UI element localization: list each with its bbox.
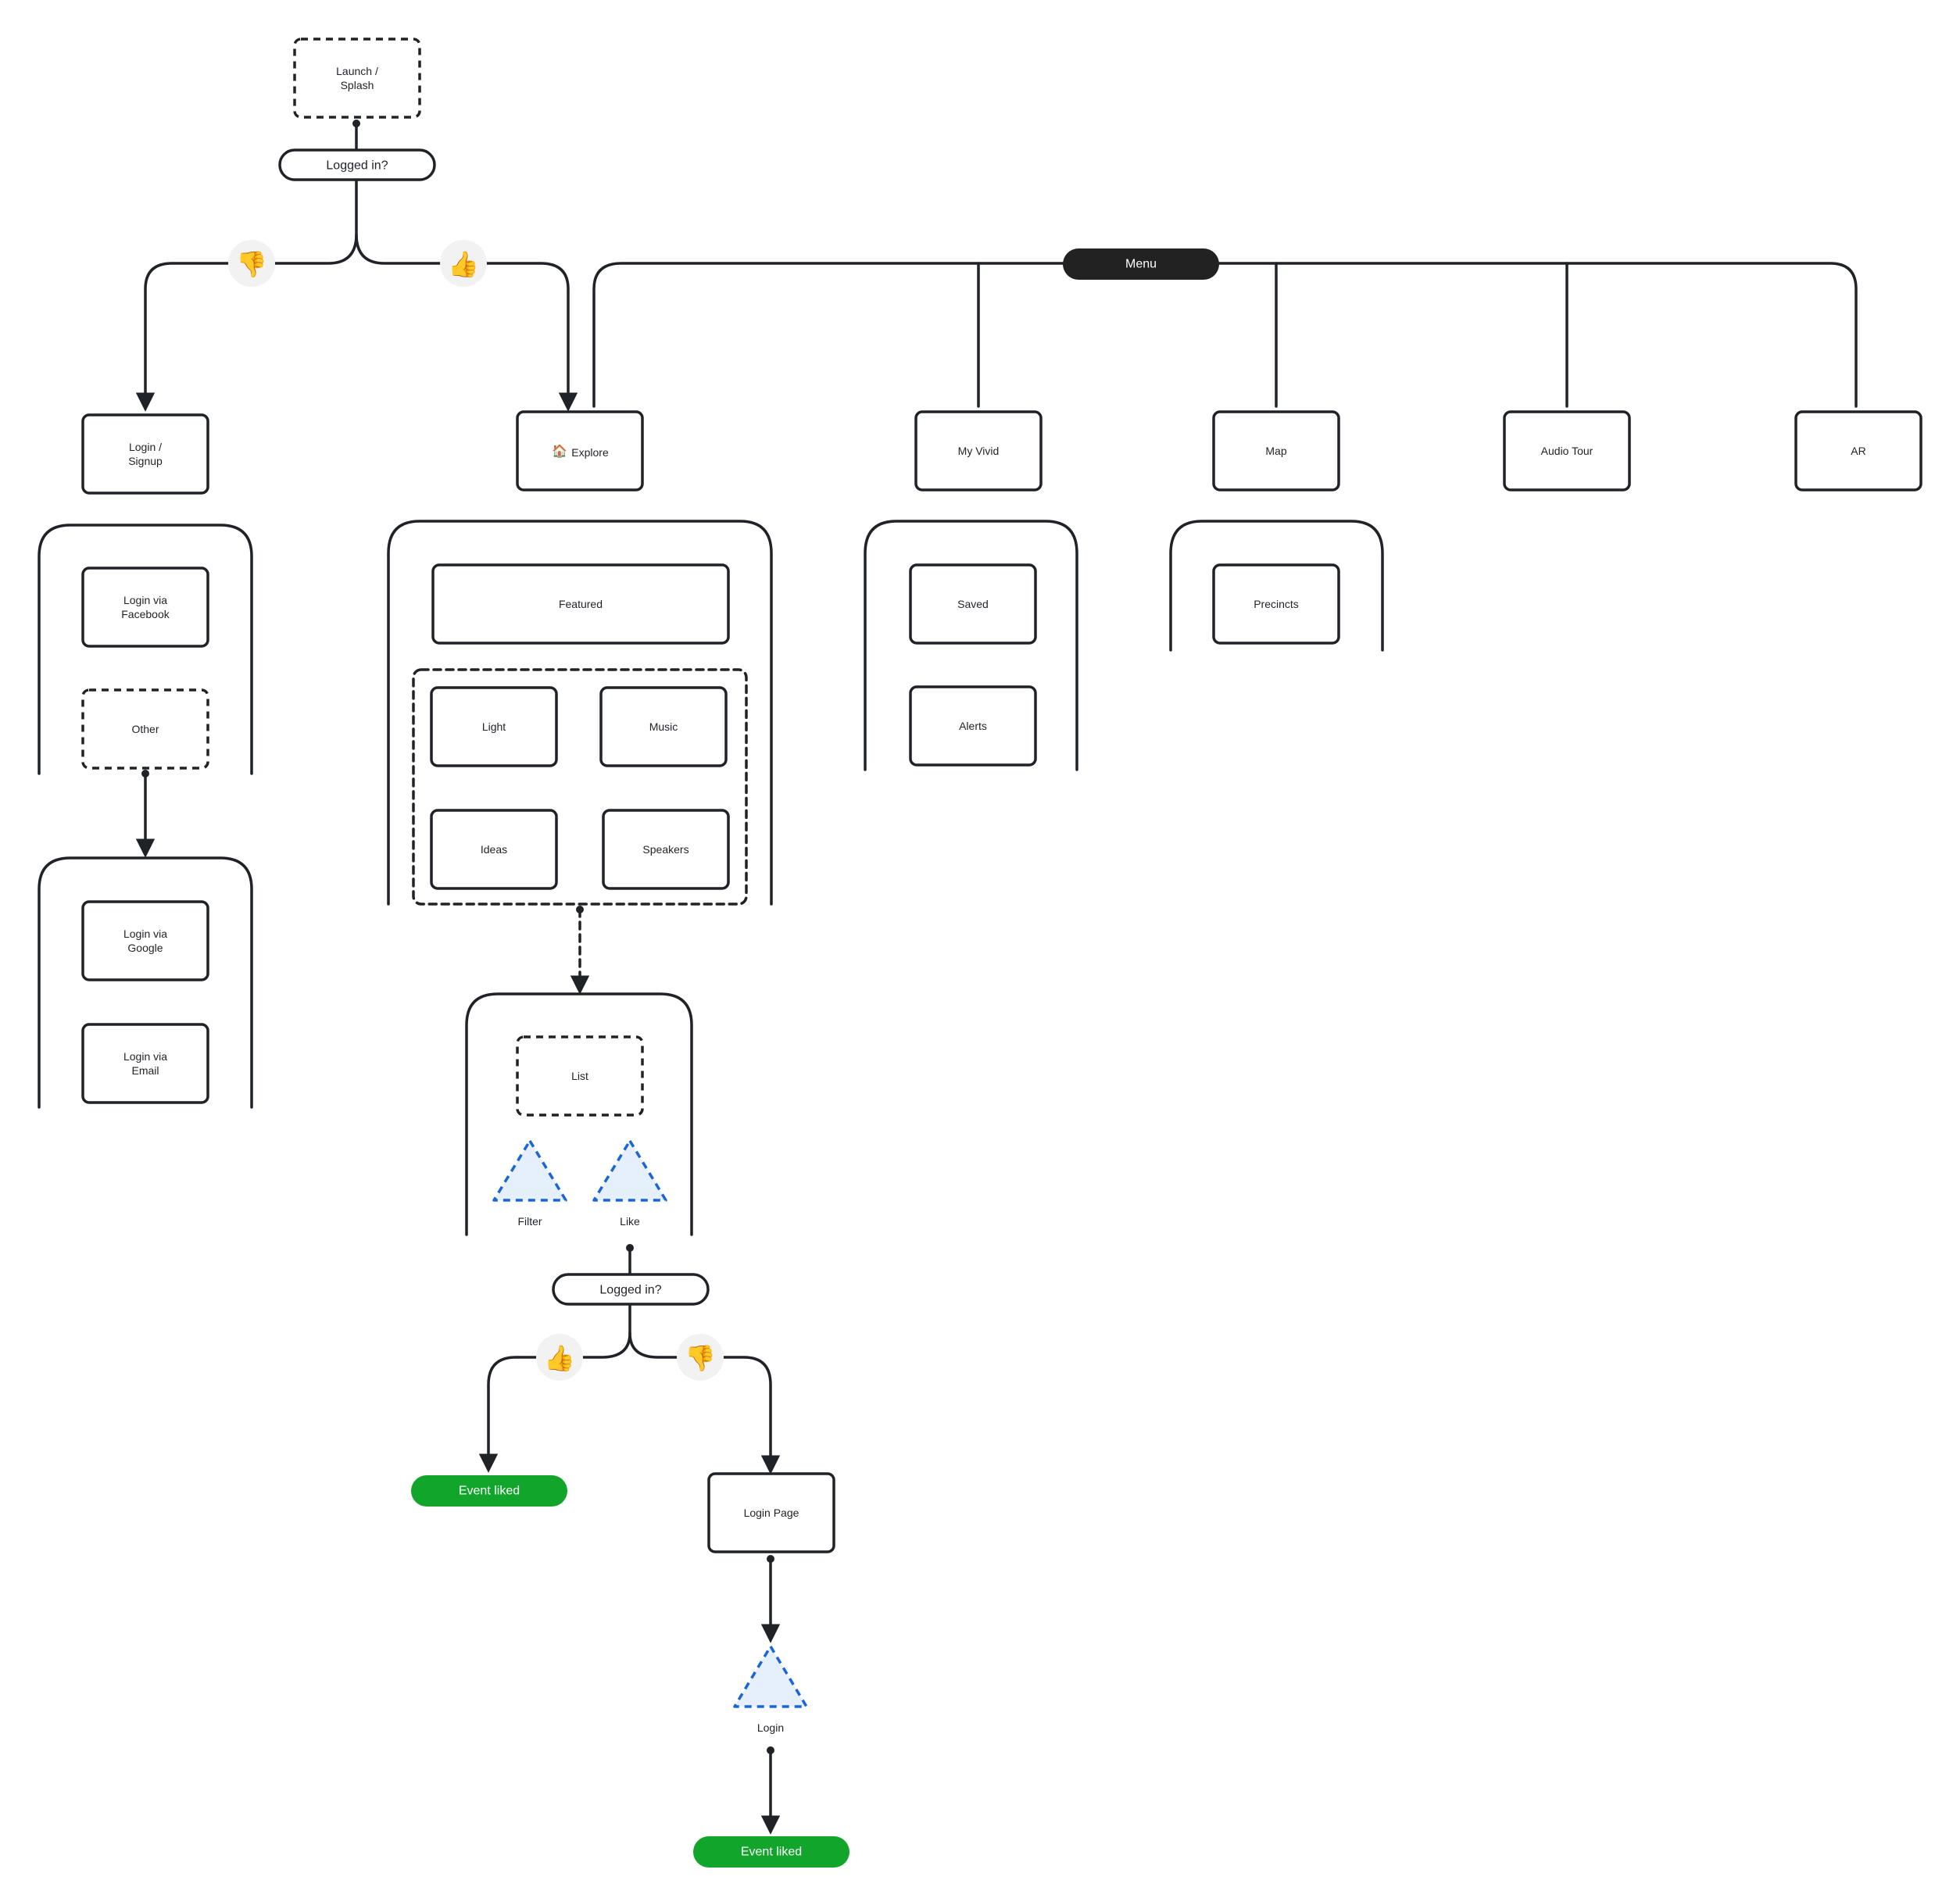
group-frame-login-facebook (38, 524, 253, 775)
node-list-box[interactable] (516, 1035, 644, 1117)
connector-decision2-left (478, 1302, 631, 1473)
menu-pill[interactable] (1063, 248, 1219, 280)
thumbs-down-badge-top (228, 240, 275, 287)
group-frame-map (1169, 520, 1384, 652)
decision-logged-in-bottom-box[interactable] (552, 1273, 710, 1306)
node-my-vivid-label: My Vivid (958, 445, 1000, 457)
group-frame-list (465, 992, 693, 1236)
node-saved-box[interactable] (909, 563, 1037, 645)
group-frame-login-google (38, 856, 253, 1109)
thumbs-down-badge-bottom (677, 1334, 724, 1381)
node-other-box[interactable] (81, 688, 209, 770)
decision-logged-in-bottom-label: Logged in? (599, 1284, 661, 1297)
node-ar-label: AR (1851, 445, 1865, 457)
node-login-page-box[interactable] (707, 1472, 835, 1553)
node-featured-label: Featured (559, 598, 603, 610)
node-saved-label: Saved (957, 598, 989, 610)
node-login-facebook-box[interactable] (81, 567, 209, 648)
node-login-page-label: Login Page (744, 1507, 799, 1519)
categories-container (412, 668, 748, 906)
node-speakers-label: Speakers (642, 843, 689, 856)
filter-action-label: Filter (517, 1215, 542, 1228)
node-login-google-box[interactable] (81, 900, 209, 981)
node-explore-label: Explore (571, 446, 609, 459)
node-featured-box[interactable] (431, 563, 730, 645)
node-login-signup-box[interactable] (81, 413, 209, 495)
outcome-event-liked-bottom-pill (693, 1836, 849, 1868)
node-alerts-box[interactable] (909, 685, 1037, 767)
decision-logged-in-top-box[interactable] (278, 148, 436, 181)
node-launch-splash-label: Launch /Splash (336, 65, 378, 91)
outcome-event-liked-left-label: Event liked (459, 1485, 520, 1498)
group-frame-explore (387, 520, 773, 906)
node-list-label: List (571, 1070, 588, 1082)
thumbs-up-badge-top (440, 240, 487, 287)
dot-launch (352, 120, 360, 127)
group-frame-my-vivid (864, 520, 1078, 771)
like-action-label: Like (620, 1215, 640, 1228)
node-precincts-label: Precincts (1254, 598, 1299, 610)
connector-decision-left (135, 180, 358, 412)
outcome-event-liked-bottom-label: Event liked (741, 1846, 802, 1859)
node-precincts-box[interactable] (1212, 563, 1340, 645)
node-ar-box[interactable] (1794, 410, 1922, 491)
menu-bus (592, 262, 1858, 408)
node-ideas-box[interactable] (430, 809, 558, 890)
explore-house-icon: 🏠 (552, 445, 567, 459)
thumbs-down-icon: 👎 (685, 1344, 716, 1372)
dot-other (141, 770, 149, 777)
filter-action-icon[interactable] (492, 1139, 567, 1202)
node-login-email-box[interactable] (81, 1023, 209, 1104)
outcome-event-liked-left-pill (411, 1475, 567, 1507)
node-ideas-label: Ideas (481, 843, 507, 856)
dot-login-page (767, 1555, 774, 1563)
node-my-vivid-box[interactable] (914, 410, 1043, 491)
menu-label: Menu (1125, 258, 1157, 271)
node-audio-tour-label: Audio Tour (1541, 445, 1593, 457)
thumbs-up-icon: 👍 (448, 250, 479, 278)
node-explore-box[interactable] (516, 410, 644, 491)
node-light-box[interactable] (430, 686, 558, 767)
node-alerts-label: Alerts (959, 720, 987, 732)
node-music-box[interactable] (599, 686, 728, 767)
login-action-label: Login (757, 1721, 784, 1734)
node-audio-tour-box[interactable] (1503, 410, 1631, 491)
thumbs-up-icon: 👍 (544, 1344, 575, 1372)
node-map-label: Map (1265, 445, 1286, 457)
node-map-box[interactable] (1212, 410, 1340, 491)
node-launch-splash-box[interactable] (293, 38, 421, 119)
login-action-icon[interactable] (733, 1645, 808, 1708)
connector-decision2-right (628, 1331, 781, 1474)
thumbs-up-badge-bottom (536, 1334, 583, 1381)
node-speakers-box[interactable] (602, 809, 730, 890)
dot-login-action (767, 1746, 774, 1754)
dot-list (626, 1244, 634, 1252)
dot-categories (576, 906, 584, 913)
thumbs-down-icon: 👎 (236, 250, 267, 278)
node-other-label: Other (131, 723, 159, 735)
decision-logged-in-top-label: Logged in? (326, 159, 388, 173)
like-action-icon[interactable] (592, 1139, 667, 1202)
node-light-label: Light (482, 720, 506, 733)
node-login-signup-label: Login /Signup (128, 441, 163, 467)
node-music-label: Music (649, 720, 678, 733)
